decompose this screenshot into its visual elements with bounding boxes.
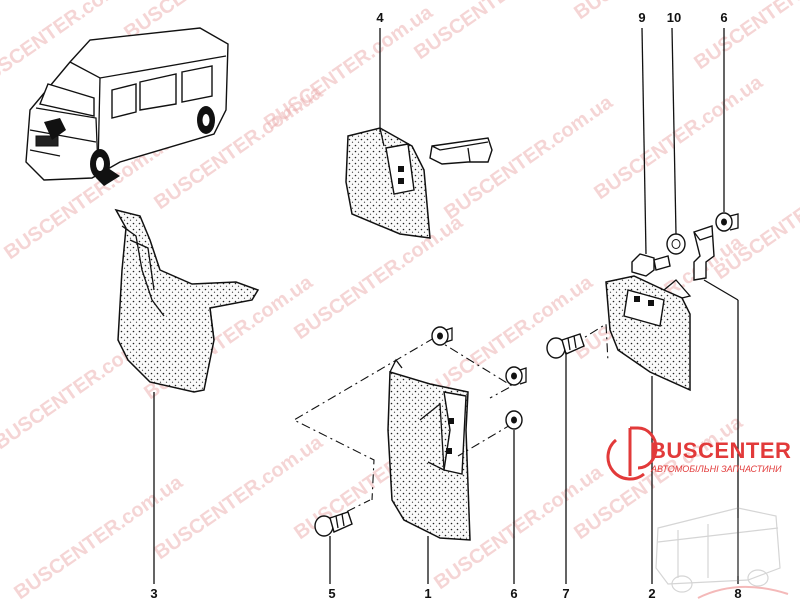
screw-7 [546, 333, 585, 359]
watermark-text: BUSCENTER.com.ua [590, 71, 767, 204]
fastener-top-center [431, 326, 453, 346]
callout-9: 9 [638, 10, 645, 25]
watermark-text: BUSCENTER.com.ua [150, 431, 327, 564]
van-illustration [25, 27, 229, 186]
washer-10 [666, 233, 686, 255]
watermark-text: BUSCENTER.com.ua [290, 211, 467, 344]
nut-6-lower [505, 410, 523, 430]
upper-bracket [429, 137, 493, 165]
watermark-text: BUSCENTER.com.ua [410, 0, 587, 64]
logo-tagline: АВТОМОБІЛЬНІ ЗАПЧАСТИНИ [651, 464, 782, 474]
callout-4: 4 [376, 10, 384, 25]
leader-lines [153, 27, 739, 584]
callout-8: 8 [734, 586, 741, 601]
mudflap-large-left [114, 208, 260, 393]
logo-name: BUSCENTER [650, 438, 792, 463]
mudflap-right [605, 275, 692, 392]
callout-6-top: 6 [720, 10, 727, 25]
bolt-9 [631, 253, 671, 277]
logo-emblem [606, 426, 789, 599]
callout-7: 7 [562, 586, 569, 601]
screw-5 [314, 511, 353, 537]
fastener-right-upper [505, 366, 527, 386]
callout-6-bottom: 6 [510, 586, 517, 601]
mudflap-center [387, 358, 471, 541]
callout-1: 1 [424, 586, 431, 601]
callout-2: 2 [648, 586, 655, 601]
callout-labels: 4 9 10 6 3 5 1 6 7 2 8 [150, 10, 741, 601]
nut-6-upper [715, 212, 739, 232]
mudflap-upper [345, 127, 431, 239]
bracket-8 [693, 225, 715, 281]
callout-3: 3 [150, 586, 157, 601]
buscenter-logo: BUSCENTER АВТОМОБІЛЬНІ ЗАПЧАСТИНИ [598, 418, 798, 604]
callout-5: 5 [328, 586, 335, 601]
callout-10: 10 [667, 10, 681, 25]
watermark-text: BUSCENTER.com.ua [690, 0, 800, 74]
